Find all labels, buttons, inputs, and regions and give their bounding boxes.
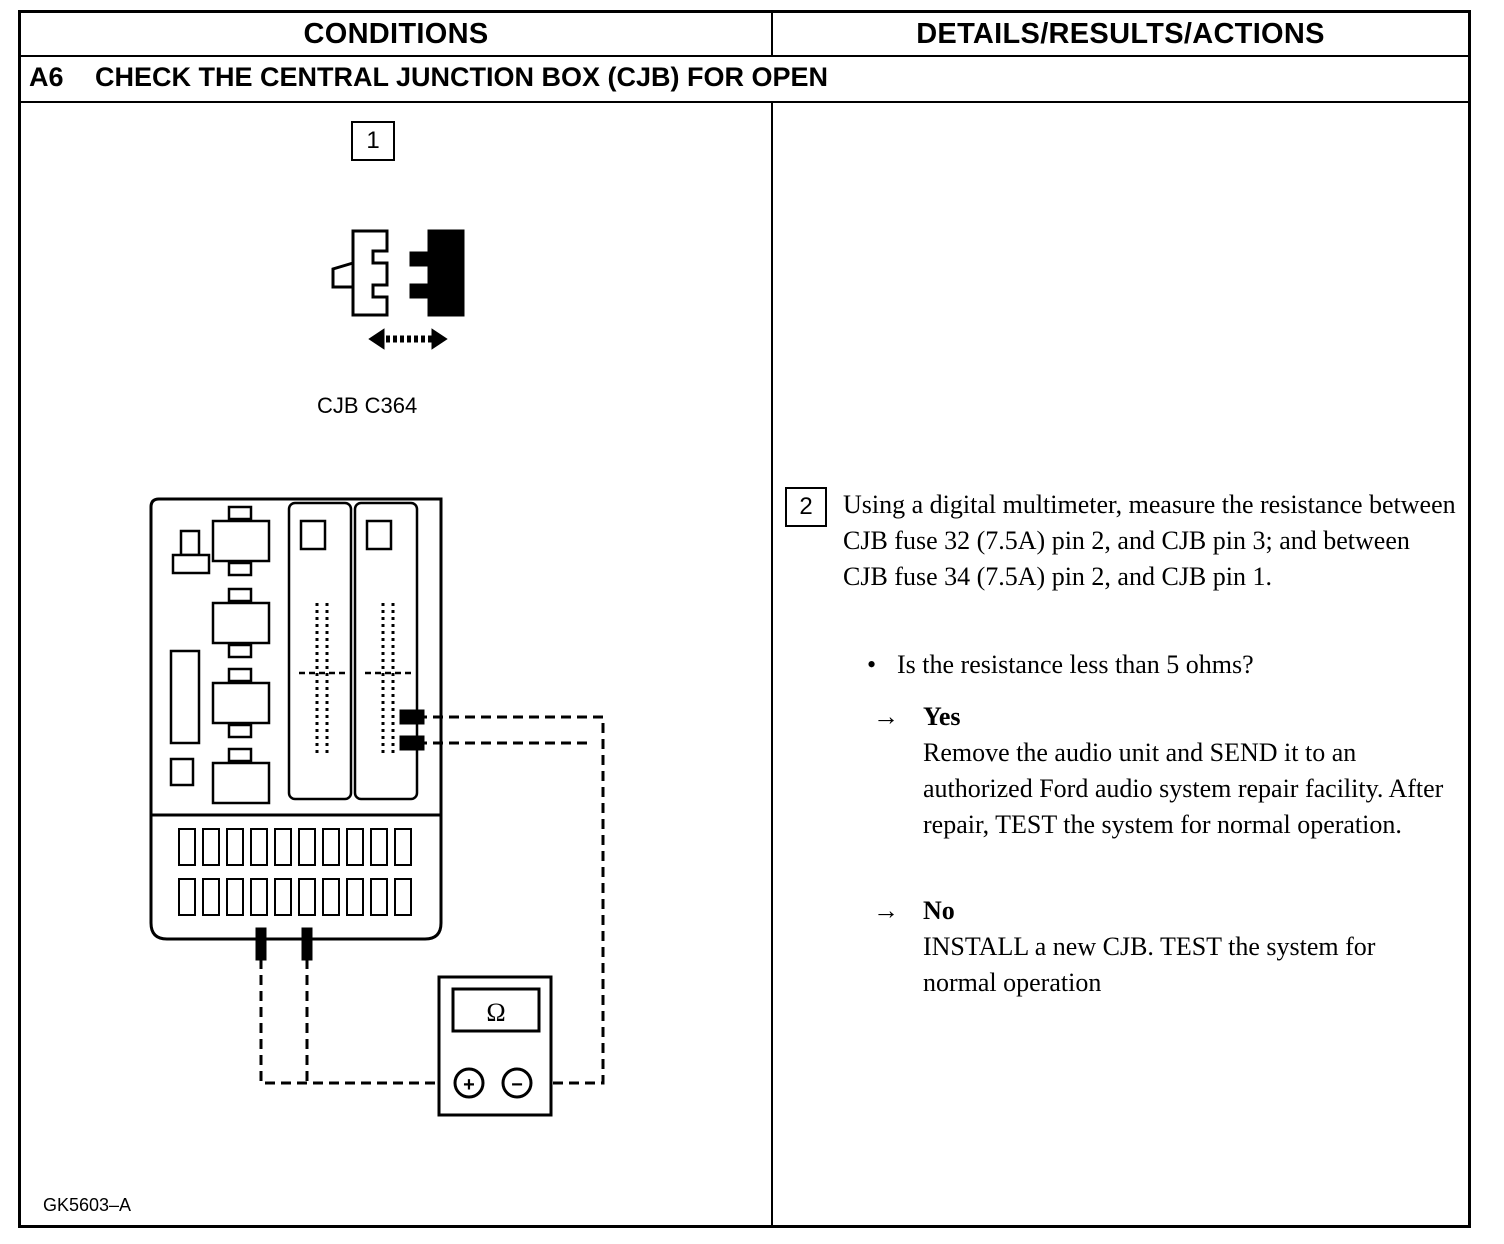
no-label: No — [923, 896, 955, 925]
cjb-diagram: Ω + − — [149, 229, 605, 1117]
question-text: Is the resistance less than 5 ohms? — [897, 650, 1254, 679]
connector-label: CJB C364 — [317, 393, 418, 418]
arrow-right-icon: → — [873, 702, 899, 731]
header-details: DETAILS/RESULTS/ACTIONS — [916, 17, 1325, 50]
test-title: CHECK THE CENTRAL JUNCTION BOX (CJB) FOR… — [95, 62, 829, 92]
connector-disconnect-icon — [331, 229, 465, 350]
bullet-marker: • — [867, 650, 877, 679]
no-action: INSTALL a new CJB. TEST the system for n… — [923, 932, 1376, 997]
test-title-row: A6 CHECK THE CENTRAL JUNCTION BOX (CJB) … — [21, 57, 1468, 103]
fuse-panel — [178, 828, 412, 916]
multimeter-icon — [437, 975, 553, 1117]
header-conditions: CONDITIONS — [21, 13, 773, 55]
relay-sockets — [169, 505, 271, 805]
header-row: CONDITIONS DETAILS/RESULTS/ACTIONS — [21, 13, 1468, 57]
column-divider — [771, 103, 773, 1228]
ohm-symbol: Ω — [486, 998, 505, 1027]
minus-terminal: − — [511, 1074, 523, 1096]
figure-id: GK5603–A — [43, 1195, 132, 1215]
plus-terminal: + — [463, 1074, 475, 1096]
yes-label: Yes — [923, 702, 961, 731]
no-answer: → No INSTALL a new CJB. TEST the system f… — [873, 893, 1453, 1001]
step-2-box: 2 — [785, 487, 827, 527]
step-1-box: 1 — [351, 121, 395, 161]
diagnostic-table: CONDITIONS DETAILS/RESULTS/ACTIONS A6 CH… — [18, 10, 1471, 1228]
question-item: • Is the resistance less than 5 ohms? — [867, 647, 1447, 683]
conditions-figure: 1 — [21, 103, 771, 1228]
test-id: A6 — [29, 62, 64, 92]
instruction-text: Using a digital multimeter, measure the … — [843, 490, 1456, 591]
arrow-right-icon: → — [873, 896, 899, 925]
yes-answer: → Yes Remove the audio unit and SEND it t… — [873, 699, 1453, 843]
details-column: 2 Using a digital multimeter, measure th… — [773, 103, 1468, 1228]
connector-blocks — [287, 501, 419, 801]
meter-leads — [255, 709, 605, 1085]
yes-action: Remove the audio unit and SEND it to an … — [923, 738, 1444, 839]
